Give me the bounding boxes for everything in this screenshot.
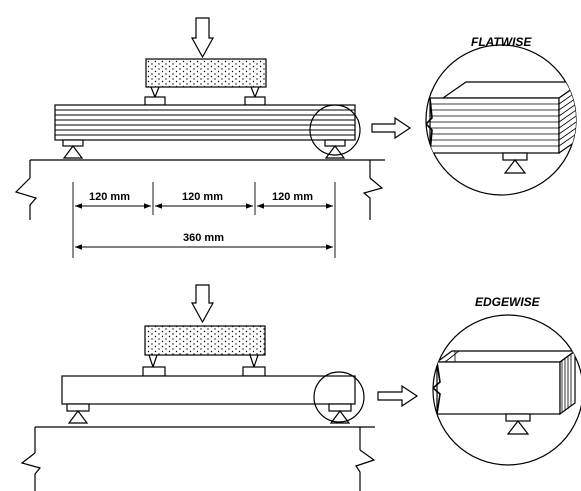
dim-label-middle: 120 mm xyxy=(182,191,223,203)
beam-laminations xyxy=(55,109,355,136)
load-arrow-icon xyxy=(190,284,215,324)
detail-marker-circle xyxy=(313,371,365,423)
support-right xyxy=(328,403,352,424)
dimension-extensions xyxy=(72,182,336,258)
detail-pointer-arrow-icon xyxy=(377,384,419,408)
break-symbol-left xyxy=(20,452,42,491)
laminated-beam xyxy=(54,104,356,141)
break-symbol-right xyxy=(362,177,384,220)
support-left xyxy=(62,139,84,159)
flatwise-title: FLATWISE xyxy=(471,35,532,49)
detail-pointer-arrow-icon xyxy=(371,116,412,140)
load-foot-right xyxy=(250,86,260,99)
dim-label-right: 120 mm xyxy=(272,191,313,203)
load-arrow-icon xyxy=(190,17,215,59)
dim-label-left: 120 mm xyxy=(89,191,130,203)
loading-bar xyxy=(144,325,266,356)
load-foot-left xyxy=(150,86,160,99)
edgewise-detail xyxy=(432,314,581,466)
flatwise-detail xyxy=(425,44,577,196)
detail-marker-circle xyxy=(309,104,361,156)
edgewise-beam xyxy=(61,375,356,405)
break-symbol-right xyxy=(355,449,376,491)
load-foot-left xyxy=(148,354,158,369)
edgewise-setup xyxy=(20,284,581,491)
flatwise-setup xyxy=(14,17,577,258)
loading-bar xyxy=(145,58,267,88)
dim-label-total: 360 mm xyxy=(183,232,224,244)
edgewise-title: EDGEWISE xyxy=(475,295,541,309)
load-foot-right xyxy=(249,354,259,369)
break-symbol-left xyxy=(14,177,38,220)
support-left xyxy=(66,403,90,424)
